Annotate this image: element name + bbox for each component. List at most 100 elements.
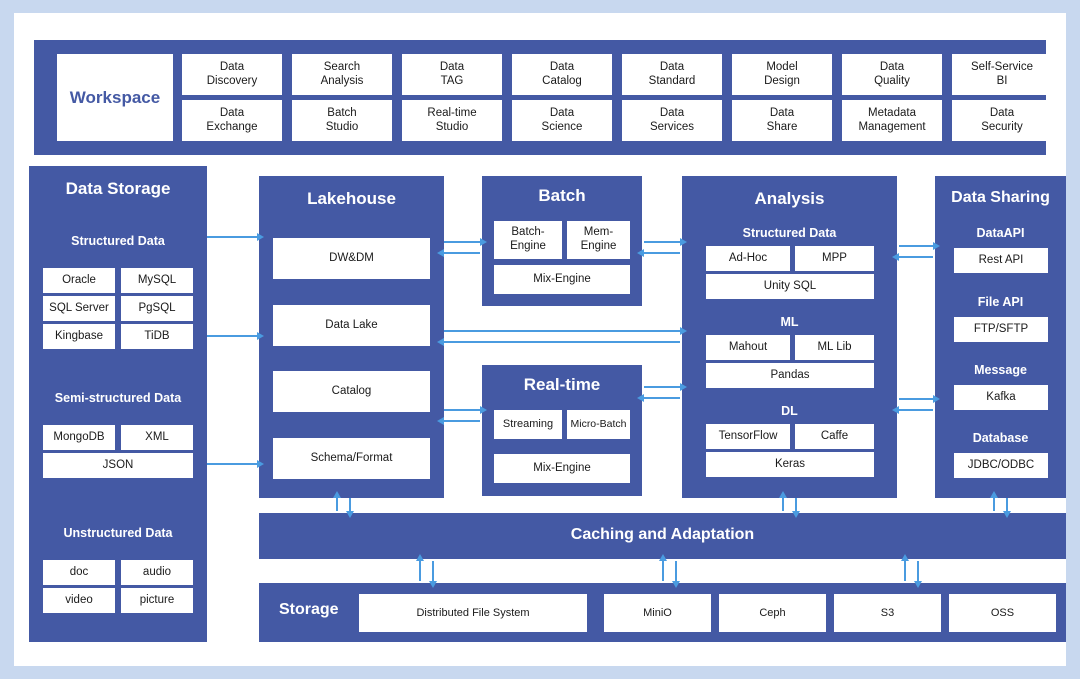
analysis-g0-tile-1[interactable]: MPP bbox=[795, 246, 874, 271]
caching-title: Caching and Adaptation bbox=[570, 526, 755, 543]
workspace-tile-r1-3[interactable]: Data Catalog bbox=[512, 54, 612, 95]
realtime-tile-2[interactable]: Mix-Engine bbox=[494, 454, 630, 483]
batch-analysis-fwd-line bbox=[644, 241, 680, 243]
workspace-tile-r2-2[interactable]: Real-time Studio bbox=[402, 100, 502, 141]
storage-to-lakehouse-3-line bbox=[207, 463, 257, 465]
caching-storage-3-up-line bbox=[904, 561, 906, 581]
sharing-tile-1[interactable]: FTP/SFTP bbox=[954, 317, 1048, 342]
lakehouse-caching-up-arrowhead bbox=[332, 491, 341, 498]
batch-tile-2[interactable]: Mix-Engine bbox=[494, 265, 630, 294]
workspace-tile-r1-0[interactable]: Data Discovery bbox=[182, 54, 282, 95]
sharing-caching-down-arrowhead bbox=[1002, 511, 1011, 518]
workspace-tile-r2-7[interactable]: Data Security bbox=[952, 100, 1052, 141]
workspace-tile-r2-3[interactable]: Data Science bbox=[512, 100, 612, 141]
realtime-analysis-rev-line bbox=[644, 397, 680, 399]
storage-tile-4[interactable]: OSS bbox=[949, 594, 1056, 632]
analysis-sharing-fwd-line bbox=[899, 245, 933, 247]
storage-tile-1[interactable]: MiniO bbox=[604, 594, 711, 632]
lakehouse-caching-down-line bbox=[349, 498, 351, 511]
workspace-tile-r2-0[interactable]: Data Exchange bbox=[182, 100, 282, 141]
storage-to-lakehouse-2-arrowhead bbox=[257, 331, 264, 340]
lakehouse-analysis-rev-arrowhead bbox=[437, 337, 444, 346]
unstruct-tile-0[interactable]: doc bbox=[43, 560, 115, 585]
workspace-tile-r2-6[interactable]: Metadata Management bbox=[842, 100, 942, 141]
analysis-g0-tile-2[interactable]: Unity SQL bbox=[706, 274, 874, 299]
group-title-semi-structured-data: Semi-structured Data bbox=[54, 391, 182, 405]
workspace-logo: Workspace bbox=[57, 54, 173, 141]
batch-analysis-rev-line bbox=[644, 252, 680, 254]
realtime-analysis-rev-arrowhead bbox=[637, 393, 644, 402]
storage-db-tile-3[interactable]: PgSQL bbox=[121, 296, 193, 321]
analysis-g1-tile-2[interactable]: Pandas bbox=[706, 363, 874, 388]
analysis-sharing-2-rev-arrowhead bbox=[892, 405, 899, 414]
analysis-g0-tile-0[interactable]: Ad-Hoc bbox=[706, 246, 790, 271]
caching-storage-2-down-arrowhead bbox=[671, 581, 680, 588]
realtime-tile-0[interactable]: Streaming bbox=[494, 410, 562, 439]
workspace-tile-r1-6[interactable]: Data Quality bbox=[842, 54, 942, 95]
sharing-tile-3[interactable]: JDBC/ODBC bbox=[954, 453, 1048, 478]
unstruct-tile-2[interactable]: video bbox=[43, 588, 115, 613]
semi-tile-0[interactable]: MongoDB bbox=[43, 425, 115, 450]
storage-tile-0[interactable]: Distributed File System bbox=[359, 594, 587, 632]
analysis-g2-tile-2[interactable]: Keras bbox=[706, 452, 874, 477]
unstruct-tile-3[interactable]: picture bbox=[121, 588, 193, 613]
analysis-sharing-rev-arrowhead bbox=[892, 252, 899, 261]
analysis-g2-tile-1[interactable]: Caffe bbox=[795, 424, 874, 449]
lakehouse-realtime-rev-arrowhead bbox=[437, 416, 444, 425]
caching-storage-3-up-arrowhead bbox=[900, 554, 909, 561]
workspace-tile-r1-1[interactable]: Search Analysis bbox=[292, 54, 392, 95]
storage-db-tile-0[interactable]: Oracle bbox=[43, 268, 115, 293]
analysis-caching-up-line bbox=[782, 498, 784, 511]
workspace-tile-r1-4[interactable]: Data Standard bbox=[622, 54, 722, 95]
analysis-g1-tile-0[interactable]: Mahout bbox=[706, 335, 790, 360]
storage-db-tile-2[interactable]: SQL Server bbox=[43, 296, 115, 321]
analysis-g2-tile-0[interactable]: TensorFlow bbox=[706, 424, 790, 449]
group-title-file-api: File API bbox=[977, 295, 1024, 309]
analysis-sharing-rev-line bbox=[899, 256, 933, 258]
sharing-tile-2[interactable]: Kafka bbox=[954, 385, 1048, 410]
group-title-message: Message bbox=[974, 363, 1027, 377]
workspace-tile-r1-7[interactable]: Self-Service BI bbox=[952, 54, 1052, 95]
sharing-caching-down-line bbox=[1006, 498, 1008, 511]
storage-db-tile-1[interactable]: MySQL bbox=[121, 268, 193, 293]
semi-tile-1[interactable]: XML bbox=[121, 425, 193, 450]
data-storage-panel: Data Storage Structured Data Semi-struct… bbox=[29, 166, 207, 642]
caching-storage-1-down-arrowhead bbox=[428, 581, 437, 588]
sharing-tile-0[interactable]: Rest API bbox=[954, 248, 1048, 273]
batch-tile-0[interactable]: Batch- Engine bbox=[494, 221, 562, 259]
unstruct-tile-1[interactable]: audio bbox=[121, 560, 193, 585]
batch-title: Batch bbox=[538, 186, 586, 205]
analysis-caching-down-line bbox=[795, 498, 797, 511]
batch-tile-1[interactable]: Mem- Engine bbox=[567, 221, 630, 259]
workspace-tile-r2-1[interactable]: Batch Studio bbox=[292, 100, 392, 141]
analysis-sharing-2-fwd-arrowhead bbox=[933, 394, 940, 403]
workspace-tile-r1-5[interactable]: Model Design bbox=[732, 54, 832, 95]
storage-tile-3[interactable]: S3 bbox=[834, 594, 941, 632]
storage-db-tile-4[interactable]: Kingbase bbox=[43, 324, 115, 349]
group-title-ml: ML bbox=[780, 315, 799, 329]
analysis-sharing-2-rev-line bbox=[899, 409, 933, 411]
lakehouse-tile-1[interactable]: Data Lake bbox=[273, 305, 430, 346]
lakehouse-caching-up-line bbox=[336, 498, 338, 511]
analysis-g1-tile-1[interactable]: ML Lib bbox=[795, 335, 874, 360]
lakehouse-tile-2[interactable]: Catalog bbox=[273, 371, 430, 412]
semi-tile-2[interactable]: JSON bbox=[43, 453, 193, 478]
storage-tile-2[interactable]: Ceph bbox=[719, 594, 826, 632]
lakehouse-tile-0[interactable]: DW&DM bbox=[273, 238, 430, 279]
caching-storage-3-down-line bbox=[917, 561, 919, 581]
lakehouse-tile-3[interactable]: Schema/Format bbox=[273, 438, 430, 479]
data-sharing-panel: Data Sharing DataAPI File API Message Da… bbox=[935, 176, 1066, 498]
workspace-tile-r1-2[interactable]: Data TAG bbox=[402, 54, 502, 95]
sharing-caching-up-line bbox=[993, 498, 995, 511]
storage-db-tile-5[interactable]: TiDB bbox=[121, 324, 193, 349]
batch-analysis-fwd-arrowhead bbox=[680, 237, 687, 246]
storage-to-lakehouse-1-arrowhead bbox=[257, 232, 264, 241]
workspace-tile-r2-4[interactable]: Data Services bbox=[622, 100, 722, 141]
workspace-tile-r2-5[interactable]: Data Share bbox=[732, 100, 832, 141]
realtime-tile-1[interactable]: Micro-Batch bbox=[567, 410, 630, 439]
